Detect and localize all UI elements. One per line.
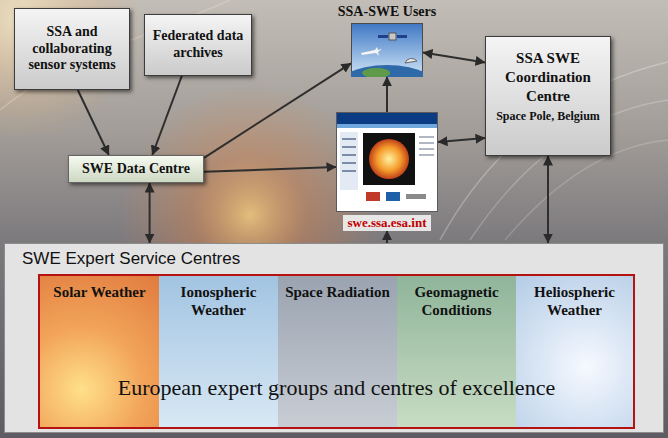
node-label: Solar Weather [53, 283, 145, 301]
users-node: SSA-SWE Users [328, 4, 446, 77]
space-radiation-band: Space Radiation [278, 276, 397, 427]
antenna-dish [405, 58, 417, 63]
logo-mark [406, 194, 426, 199]
logo-mark [386, 192, 400, 201]
node-label: SSA-SWE Users [338, 4, 436, 21]
connector-arrow [423, 52, 485, 62]
connector-arrow [204, 63, 351, 158]
node-label: Ionospheric Weather [159, 283, 278, 319]
connector-arrow [386, 231, 388, 243]
text-line [419, 136, 434, 138]
connector-arrow [547, 156, 549, 243]
earth-limb [351, 65, 423, 77]
node-label: Geomagnetic Conditions [397, 283, 516, 319]
text-line [419, 154, 434, 156]
connector-arrow [204, 167, 336, 172]
logo-mark [366, 192, 380, 201]
users-image [351, 23, 423, 77]
nav-line [342, 170, 356, 172]
sensor-systems-box: SSA and collaborating sensor systems [14, 8, 130, 90]
solar-panel [378, 35, 388, 38]
nav-line [342, 154, 356, 156]
solar-panel [397, 35, 407, 38]
node-label: Heliospheric Weather [516, 283, 633, 319]
node-label: swe.ssa.esa.int [343, 215, 430, 231]
node-label: SWE Data Centre [82, 161, 190, 178]
sun-image [363, 133, 415, 185]
node-label: SSA and collaborating sensor systems [20, 24, 124, 74]
data-archives-box: Federated data archives [144, 14, 252, 76]
connector-arrow [152, 76, 181, 155]
website-screenshot [336, 112, 438, 212]
node-label: SSA SWE Coordination Centre [489, 49, 607, 105]
website-screenshot [336, 112, 438, 212]
web-page [337, 113, 438, 212]
text-line [419, 148, 434, 150]
data-centre-box: SWE Data Centre [68, 155, 204, 183]
page-nav [340, 132, 358, 190]
page-menu [337, 124, 437, 128]
page-header [337, 113, 437, 124]
nav-line [342, 138, 356, 140]
text-line [419, 142, 434, 144]
coordination-centre-box: SSA SWE Coordination CentreSpace Pole, B… [485, 36, 611, 156]
connector-arrow [386, 77, 388, 112]
land-patch [362, 68, 390, 77]
connector-arrow [78, 90, 109, 155]
sun-disc [369, 139, 409, 179]
satellite-body [389, 33, 396, 40]
website-node: swe.ssa.esa.int [330, 112, 444, 231]
connector-arrow [438, 138, 485, 142]
geomagnetic-conditions-band: Geomagnetic Conditions [397, 276, 516, 427]
node-sublabel: Space Pole, Belgium [496, 109, 600, 123]
expert-groups-box: Solar Weather Ionospheric Weather Space Ra… [38, 274, 635, 429]
aircraft-symbol [361, 47, 382, 56]
node-label: Space Radiation [285, 283, 390, 301]
node-label: SWE Expert Service Centres [5, 244, 663, 269]
heliospheric-weather-band: Heliospheric Weather [516, 276, 633, 427]
nav-line [342, 162, 356, 164]
ionospheric-weather-band: Ionospheric Weather [159, 276, 278, 427]
expert-centres-panel: Solar Weather Ionospheric Weather Space Ra… [4, 243, 664, 433]
field-arc [470, 100, 668, 240]
solar-weather-band: Solar Weather [40, 276, 159, 427]
node-label: Federated data archives [150, 28, 246, 62]
users-image [351, 23, 423, 77]
node-label: European expert groups and centres of ex… [118, 375, 555, 401]
sun-glow [0, 0, 140, 140]
nav-line [342, 146, 356, 148]
connector-arrow [149, 183, 151, 243]
